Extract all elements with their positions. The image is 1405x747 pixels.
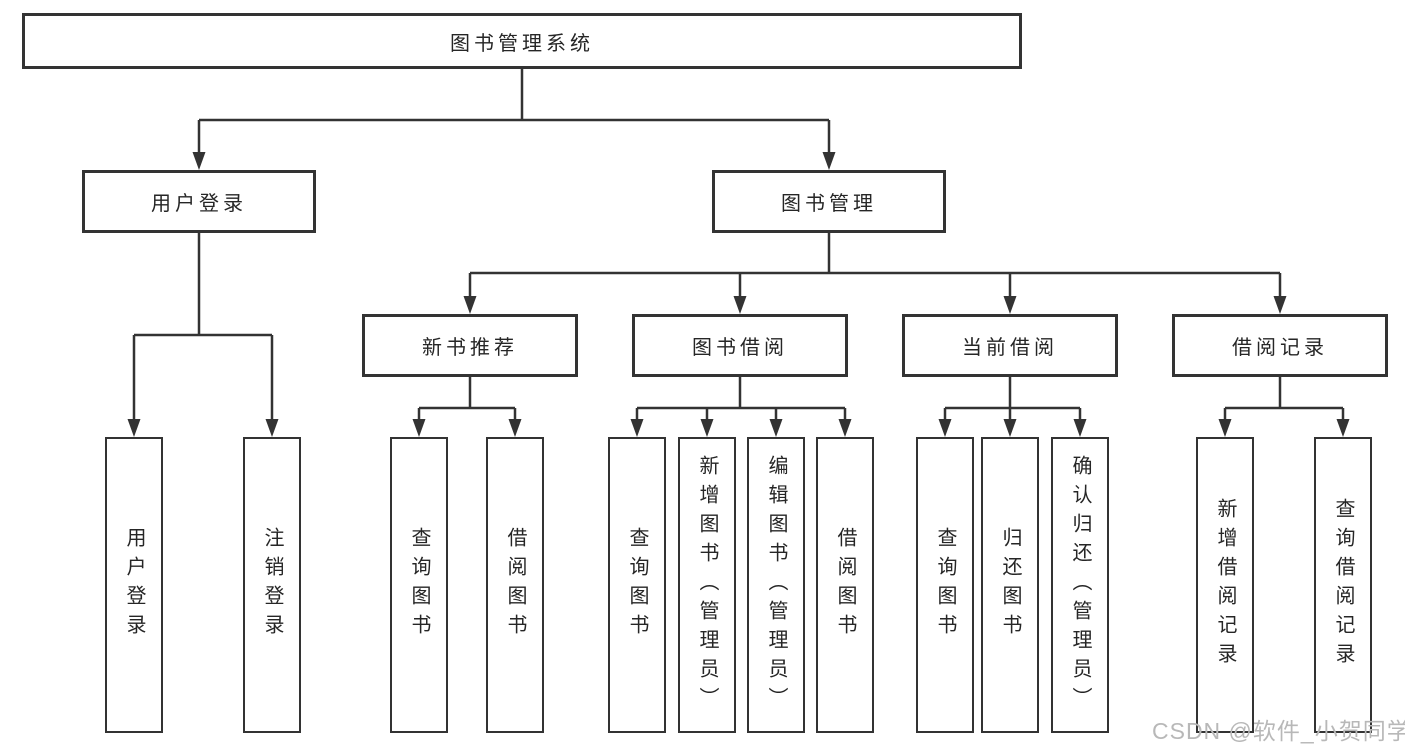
node-label: 当前借阅 [962, 337, 1058, 359]
node-label: 图书借阅 [692, 337, 788, 359]
node-label: 查询图书 [626, 527, 648, 643]
connector-bookborrow-to-leaves [635, 377, 847, 420]
node-label: 注销登录 [261, 527, 283, 643]
node-label: 用户登录 [123, 527, 145, 643]
node-label: 编辑图书（管理员） [765, 454, 787, 716]
connector-records-to-leaves [1223, 377, 1345, 420]
node-label: 新书推荐 [422, 337, 518, 359]
leaf-edit-book-admin: 编辑图书（管理员） [747, 437, 805, 733]
node-label: 图书管理系统 [450, 32, 594, 55]
node-label: 确认归还（管理员） [1069, 454, 1091, 716]
node-user-login: 用户登录 [82, 170, 316, 233]
node-label: 借阅图书 [504, 527, 526, 643]
leaf-borrow-books: 借阅图书 [486, 437, 544, 733]
node-label: 新增借阅记录 [1214, 498, 1236, 672]
node-label: 查询图书 [408, 527, 430, 643]
node-new-book-recommend: 新书推荐 [362, 314, 578, 377]
connector-userlogin-to-leaves [132, 233, 274, 420]
leaf-query-borrow-record: 查询借阅记录 [1314, 437, 1372, 733]
node-borrow-records: 借阅记录 [1172, 314, 1388, 377]
node-root: 图书管理系统 [22, 13, 1022, 69]
leaf-confirm-return-admin: 确认归还（管理员） [1051, 437, 1109, 733]
node-book-management: 图书管理 [712, 170, 946, 233]
leaf-query-books: 查询图书 [916, 437, 974, 733]
leaf-add-borrow-record: 新增借阅记录 [1196, 437, 1254, 733]
node-label: 查询借阅记录 [1332, 498, 1354, 672]
leaf-logout: 注销登录 [243, 437, 301, 733]
node-label: 借阅图书 [834, 527, 856, 643]
node-label: 归还图书 [999, 527, 1021, 643]
node-label: 新增图书（管理员） [696, 454, 718, 716]
node-book-borrowing: 图书借阅 [632, 314, 848, 377]
node-label: 用户登录 [151, 193, 247, 215]
csdn-watermark: CSDN @软件_小贺同学 [1152, 718, 1405, 744]
connector-currentborrow-to-leaves [943, 377, 1082, 420]
leaf-query-books: 查询图书 [390, 437, 448, 733]
leaf-add-book-admin: 新增图书（管理员） [678, 437, 736, 733]
leaf-query-books: 查询图书 [608, 437, 666, 733]
connector-bookmgmt-to-level3 [468, 233, 1282, 297]
connector-newbook-to-leaves [417, 377, 517, 420]
leaf-borrow-books: 借阅图书 [816, 437, 874, 733]
node-label: 图书管理 [781, 193, 877, 215]
node-current-borrowing: 当前借阅 [902, 314, 1118, 377]
leaf-user-login: 用户登录 [105, 437, 163, 733]
connector-root-to-level2 [197, 69, 831, 153]
node-label: 查询图书 [934, 527, 956, 643]
node-label: 借阅记录 [1232, 337, 1328, 359]
leaf-return-books: 归还图书 [981, 437, 1039, 733]
